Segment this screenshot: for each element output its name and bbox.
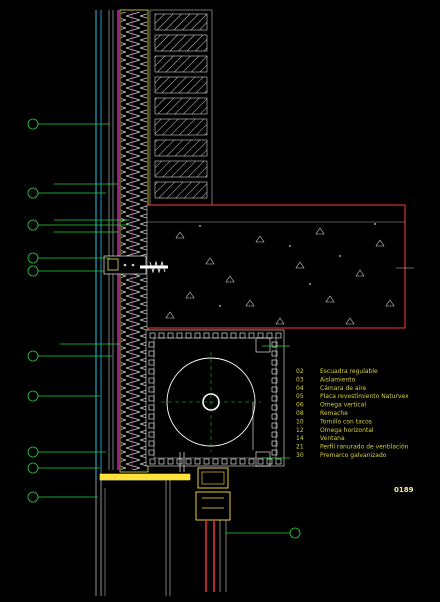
legend-text: Tornillo con tacos	[319, 418, 372, 425]
legend-number: 21	[296, 444, 304, 451]
callout-5	[27, 265, 104, 277]
facade-layers	[95, 9, 149, 596]
legend-number: 04	[296, 385, 304, 392]
legend-text: Cámara de aire	[320, 385, 367, 392]
regulating-bracket	[103, 255, 168, 275]
legend-text: Omega horizontal	[320, 427, 374, 434]
callout-9	[27, 462, 100, 474]
callout-10	[27, 491, 98, 503]
callout-4	[27, 252, 110, 264]
legend-text: Aislamiento	[320, 376, 356, 383]
brick-wall	[149, 9, 213, 207]
legend-number: 12	[296, 427, 304, 434]
legend-text: Premarco galvanizado	[320, 452, 387, 459]
callout-8	[27, 446, 106, 458]
callout-window	[226, 527, 301, 539]
shutter-box	[145, 329, 285, 472]
window-frame	[99, 467, 231, 596]
legend-text: Ventana	[320, 435, 345, 442]
legend-number: 08	[296, 410, 304, 417]
legend-text: Escuadra regulable	[320, 368, 378, 375]
leader-slab-bracket	[262, 345, 290, 459]
callout-3	[27, 219, 130, 231]
legend-text: Perfil ranurado de ventilación	[320, 444, 409, 451]
callout-6	[27, 350, 112, 362]
callout-leaders	[27, 118, 301, 539]
callout-1	[27, 118, 110, 130]
legend-number: 14	[296, 435, 304, 442]
legend-number: 06	[296, 402, 304, 409]
legend-text: Placa revestimiento Naturvex	[320, 393, 409, 400]
legend: 02 Escuadra regulable 03 Aislamiento 04 Cámar…	[296, 368, 409, 459]
concrete-slab	[146, 204, 414, 329]
legend-number: 30	[296, 452, 304, 459]
legend-number: 10	[296, 418, 304, 425]
callout-7	[27, 390, 100, 402]
legend-number: 02	[296, 368, 304, 375]
legend-text: Remache	[320, 410, 348, 417]
legend-text: Omega vertical	[320, 402, 366, 409]
legend-number: 03	[296, 376, 304, 383]
drawing-code: 0189	[394, 486, 414, 494]
callout-2	[27, 187, 106, 199]
legend-number: 05	[296, 393, 304, 400]
